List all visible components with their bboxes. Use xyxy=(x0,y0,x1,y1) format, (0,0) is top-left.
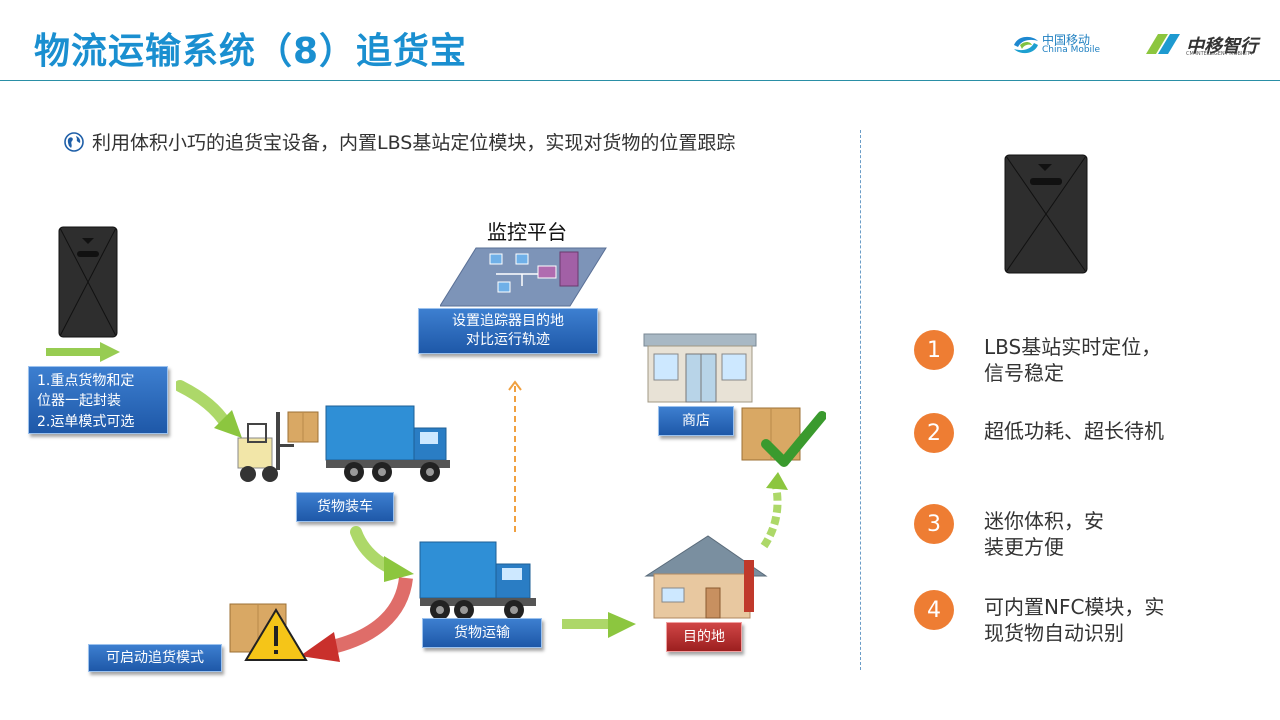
transport-box: 货物运输 xyxy=(422,618,542,648)
destination-box: 目的地 xyxy=(666,622,742,652)
delivered-package-icon xyxy=(741,407,826,467)
intro-line: 利用体积小巧的追货宝设备，内置LBS基站定位模块，实现对货物的位置跟踪 xyxy=(64,128,735,155)
warning-package-icon xyxy=(229,603,308,661)
china-mobile-logo-icon xyxy=(1014,36,1038,54)
platform-box: 设置追踪器目的地 对比运行轨迹 xyxy=(418,308,598,354)
red-arrow-icon xyxy=(300,576,413,662)
step1-box: 1.重点货物和定 位器一起封装 2.运单模式可选 xyxy=(28,366,168,434)
green-arrow-icon xyxy=(562,612,636,638)
section-divider xyxy=(860,130,861,670)
tracker-device-icon xyxy=(1004,154,1088,274)
china-mobile-logo-cn: 中国移动 xyxy=(1042,33,1091,47)
feature-badge: 2 xyxy=(914,413,954,453)
house-icon xyxy=(644,535,768,619)
feature-text: 超低功耗、超长待机 xyxy=(984,419,1164,443)
page-title: 物流运输系统（8）追货宝 xyxy=(34,31,468,72)
platform-network-icon xyxy=(440,247,607,307)
upload-arrow-icon xyxy=(508,380,522,532)
shop-box: 商店 xyxy=(658,406,734,436)
curved-arrow-icon xyxy=(176,380,242,438)
feature-badge: 1 xyxy=(914,330,954,370)
feature-text: 可内置NFC模块，实 现货物自动识别 xyxy=(984,595,1165,645)
intro-text: 利用体积小巧的追货宝设备，内置LBS基站定位模块，实现对货物的位置跟踪 xyxy=(92,132,736,154)
title-divider xyxy=(0,80,1280,81)
feature-badge: 3 xyxy=(914,504,954,544)
zhongyi-logo-en: CM INTELLIGENT MOBILITY xyxy=(1186,51,1253,57)
feature-text: LBS基站实时定位， 信号稳定 xyxy=(984,335,1162,385)
platform-title: 监控平台 xyxy=(487,220,567,244)
forklift-truck-icon xyxy=(237,405,450,482)
shop-icon xyxy=(643,333,757,403)
transport-truck-icon xyxy=(419,541,536,620)
feature-text: 迷你体积，安 装更方便 xyxy=(984,509,1104,559)
zhongyi-logo-icon xyxy=(1146,34,1180,54)
feature-badge: 4 xyxy=(914,590,954,630)
green-arrow-icon xyxy=(760,472,788,549)
tracker-device-icon xyxy=(58,226,118,338)
chase-mode-box: 可启动追货模式 xyxy=(88,644,222,672)
green-arrow-icon xyxy=(46,342,120,362)
zhongyi-logo-cn: 中移智行 xyxy=(1186,36,1258,57)
china-mobile-logo-en: China Mobile xyxy=(1042,45,1101,55)
globe-icon xyxy=(64,131,84,152)
loading-box: 货物装车 xyxy=(296,492,394,522)
curved-arrow-icon xyxy=(350,526,414,582)
